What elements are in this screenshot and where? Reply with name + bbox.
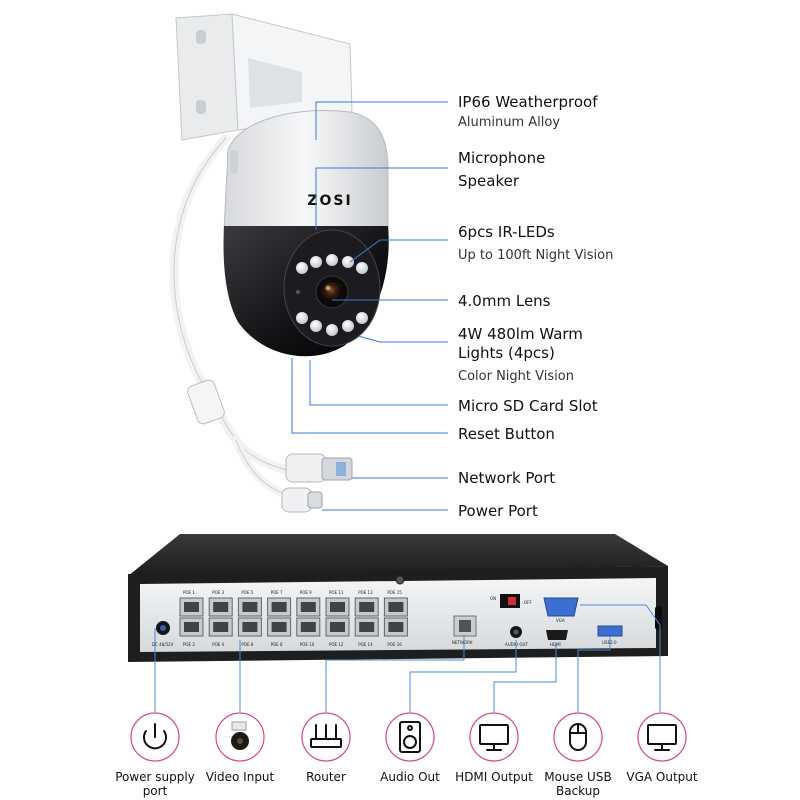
camera-leaders <box>291 101 448 511</box>
callout-network-port: Network Port <box>458 469 555 487</box>
vga-port <box>543 597 579 617</box>
monitor-icon <box>479 724 509 751</box>
switch-on-label: ON <box>490 596 496 601</box>
router-icon <box>310 724 342 748</box>
hdmi-port <box>546 630 568 640</box>
poe-port-socket <box>242 602 258 612</box>
monitor-icon <box>647 724 677 751</box>
callout-sd-slot: Micro SD Card Slot <box>458 397 598 415</box>
poe-label-bottom: POE 10 <box>300 642 315 647</box>
poe-port-socket <box>271 622 287 632</box>
power-supply-label-2: port <box>143 784 168 798</box>
power-icon <box>143 723 167 750</box>
wall-bracket <box>175 13 353 141</box>
audio-label: AUDIO OUT <box>505 642 528 647</box>
poe-port-socket <box>271 602 287 612</box>
router-item: Router <box>301 712 351 784</box>
poe-port-socket <box>388 602 404 612</box>
dc-label: DC 48/52V <box>152 642 174 647</box>
poe-port-socket <box>300 602 316 612</box>
video-input-item: Video Input <box>206 712 275 784</box>
poe-label-top: POE 3 <box>212 590 224 595</box>
vga-output-label: VGA Output <box>626 770 698 784</box>
video-input-label: Video Input <box>206 770 275 784</box>
poe-label-top: POE 9 <box>300 590 312 595</box>
poe-port-socket <box>330 622 345 632</box>
poe-label-bottom: POE 14 <box>358 642 373 647</box>
poe-label-bottom: POE 16 <box>387 642 402 647</box>
port-icons: Power supply port Video Input Router <box>115 712 698 798</box>
poe-label-bottom: POE 8 <box>271 642 283 647</box>
poe-port-socket <box>184 622 199 632</box>
poe-port-socket <box>242 622 258 632</box>
poe-port-grid: POE 1 POE 2 POE 3 POE 4 POE 5 POE 6 POE 7 POE 8… <box>179 590 408 647</box>
poe-label-top: POE 7 <box>271 590 283 595</box>
router-label: Router <box>306 770 346 784</box>
camera-callouts: IP66 Weatherproof Aluminum Alloy Microph… <box>458 93 613 520</box>
poe-label-top: POE 1 <box>183 590 195 595</box>
ptz-camera: ZOSI <box>169 13 389 513</box>
brand-logo: ZOSI <box>307 193 352 209</box>
nvr-recorder: DC 48/52V POE 1 POE 2 POE 3 POE 4 POE 5 POE 6… <box>128 534 668 662</box>
usb-port <box>597 625 623 637</box>
poe-label-bottom: POE 4 <box>212 642 224 647</box>
poe-label-top: POE 11 <box>329 590 344 595</box>
callout-lens: 4.0mm Lens <box>458 292 551 310</box>
mouse-usb-label-2: Backup <box>556 784 600 798</box>
poe-label-top: POE 15 <box>387 590 402 595</box>
poe-port-socket <box>359 602 375 612</box>
audio-out-label: Audio Out <box>380 770 440 784</box>
poe-port-socket <box>213 622 229 632</box>
network-label: NETWORK <box>452 640 473 645</box>
cable-splitter <box>187 379 225 425</box>
callout-speaker: Speaker <box>458 172 520 190</box>
switch-off-label: OFF <box>524 600 532 605</box>
mouse-icon <box>569 723 587 751</box>
hdmi-output-label: HDMI Output <box>455 770 533 784</box>
poe-label-bottom: POE 12 <box>329 642 344 647</box>
poe-port-socket <box>300 622 316 632</box>
callout-warm-lights-2: Lights (4pcs) <box>458 344 555 362</box>
poe-port-socket <box>388 622 404 632</box>
mouse-usb-label: Mouse USB <box>544 770 611 784</box>
poe-port-socket <box>330 602 345 612</box>
callout-microphone: Microphone <box>458 149 545 167</box>
mouse-usb-item: Mouse USB Backup <box>544 712 612 798</box>
callout-power-port: Power Port <box>458 502 538 520</box>
callout-weatherproof-sub: Aluminum Alloy <box>458 115 560 130</box>
nvr-top <box>128 534 668 576</box>
callout-color-night-vision: Color Night Vision <box>458 369 574 384</box>
hdmi-output-item: HDMI Output <box>455 712 533 784</box>
power-supply-item: Power supply port <box>115 712 195 798</box>
callout-reset: Reset Button <box>458 425 555 443</box>
camera-housing <box>223 110 389 233</box>
network-connector <box>285 453 353 483</box>
vga-output-item: VGA Output <box>626 712 698 784</box>
poe-label-top: POE 5 <box>241 590 253 595</box>
camera-icon <box>231 721 249 750</box>
power-connector <box>281 487 323 513</box>
poe-port-socket <box>213 602 229 612</box>
led-array <box>296 254 368 336</box>
callout-weatherproof: IP66 Weatherproof <box>458 93 598 111</box>
poe-label-top: POE 13 <box>358 590 373 595</box>
poe-port-socket <box>184 602 199 612</box>
callout-ir-leds-sub: Up to 100ft Night Vision <box>458 248 613 263</box>
callout-warm-lights: 4W 480lm Warm <box>458 325 583 343</box>
nvr-leaders <box>154 604 661 712</box>
callout-ir-leds: 6pcs IR-LEDs <box>458 223 555 241</box>
vga-label: VGA <box>556 618 565 623</box>
poe-label-bottom: POE 2 <box>183 642 195 647</box>
audio-out-item: Audio Out <box>380 712 440 784</box>
poe-port-socket <box>359 622 375 632</box>
hdmi-label: HDMI <box>550 642 561 647</box>
poe-label-bottom: POE 6 <box>241 642 253 647</box>
speaker-icon <box>399 721 421 753</box>
power-supply-label: Power supply <box>115 770 195 784</box>
